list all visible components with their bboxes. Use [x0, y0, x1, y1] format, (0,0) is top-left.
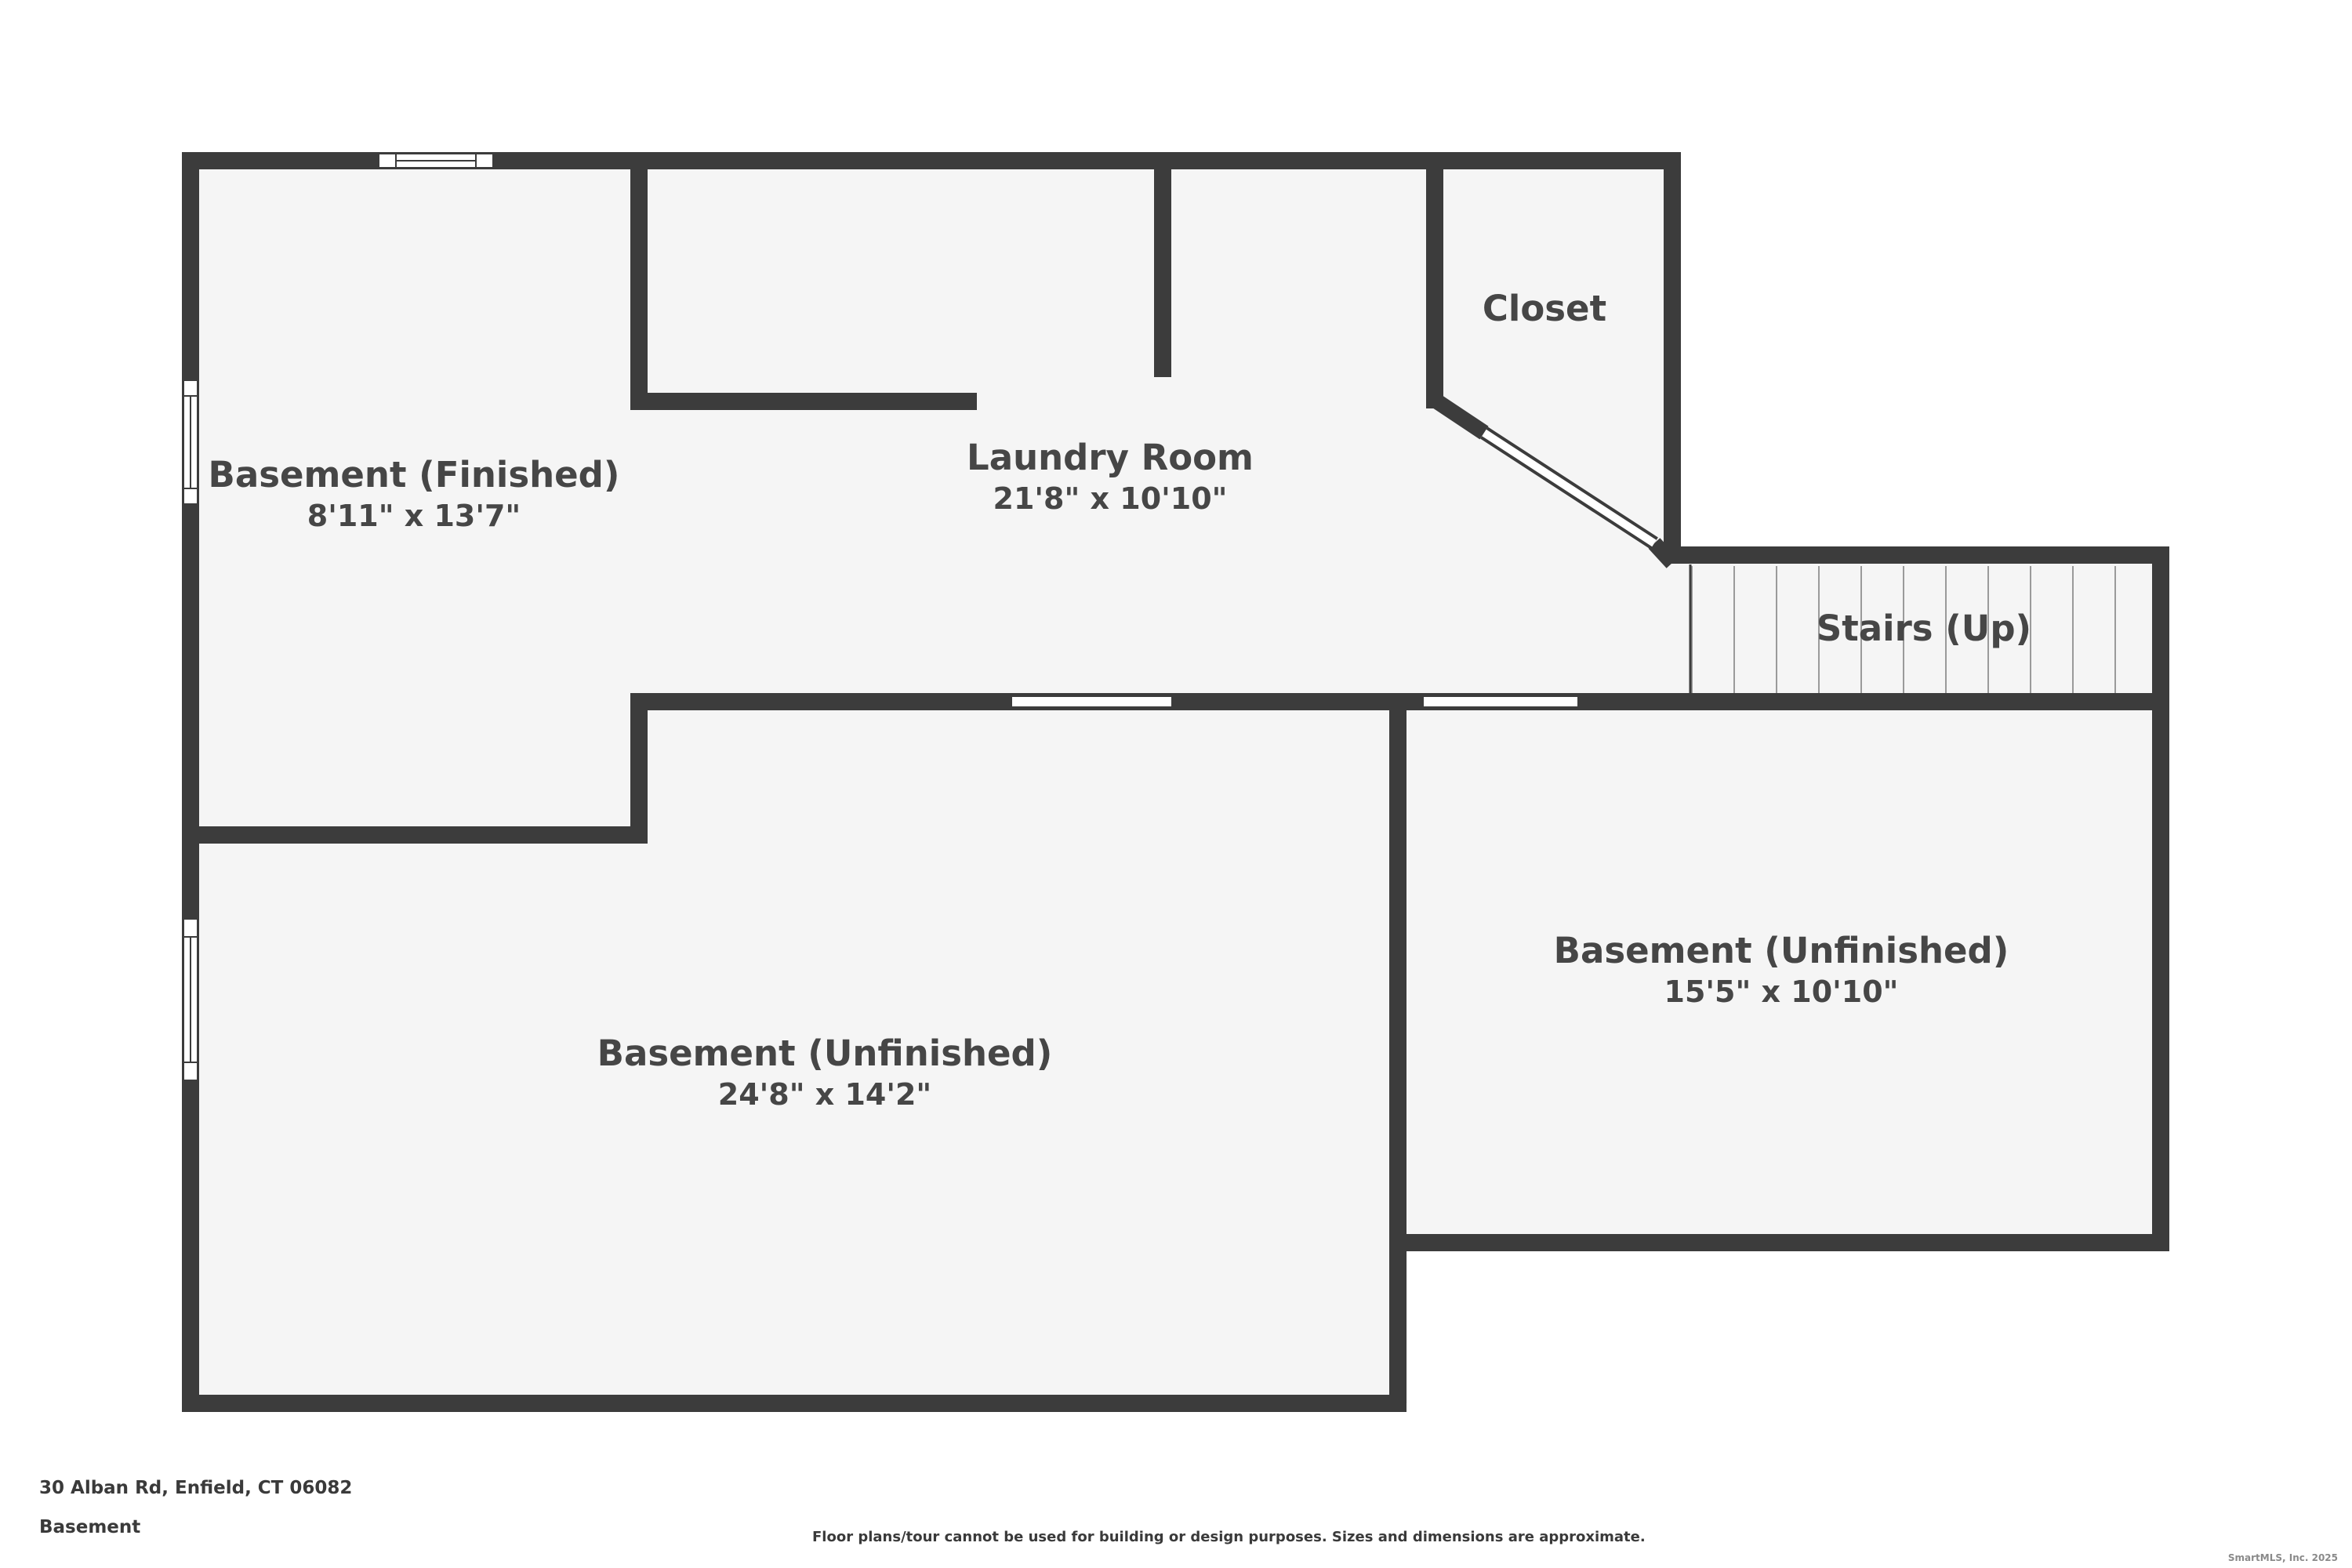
property-address: 30 Alban Rd, Enfield, CT 06082 [39, 1478, 353, 1498]
floor-lower-right [1403, 698, 2156, 1243]
copyright-text: SmartMLS, Inc. 2025 [2227, 1552, 2338, 1563]
floor-lower-left [188, 698, 1407, 1403]
room-name: Basement (Unfinished) [1553, 930, 2009, 971]
room-label-basement-unfinished-large: Basement (Unfinished) 24'8" x 14'2" [597, 1032, 1053, 1113]
room-dimensions: 21'8" x 10'10" [993, 481, 1228, 516]
doorway-stairs-unfinished [1422, 695, 1579, 708]
room-name: Basement (Finished) [208, 454, 620, 495]
closet-door [1480, 426, 1658, 550]
room-dimensions: 24'8" x 14'2" [717, 1077, 932, 1112]
room-dimensions: 15'5" x 10'10" [1664, 975, 1899, 1009]
room-name: Laundry Room [967, 437, 1254, 478]
room-label-stairs: Stairs (Up) [1817, 607, 2031, 651]
room-label-laundry: Laundry Room 21'8" x 10'10" [967, 436, 1254, 517]
floor-level-label: Basement [39, 1517, 141, 1537]
room-dimensions: 8'11" x 13'7" [307, 499, 521, 533]
room-name: Basement (Unfinished) [597, 1033, 1053, 1074]
disclaimer-text: Floor plans/tour cannot be used for buil… [812, 1529, 1646, 1545]
windows [183, 153, 494, 1081]
window-left-upper [183, 379, 198, 505]
room-name: Closet [1482, 288, 1607, 329]
doorway-laundry-unfinished [1011, 695, 1173, 708]
window-left-lower [183, 918, 198, 1081]
room-label-basement-unfinished-small: Basement (Unfinished) 15'5" x 10'10" [1554, 929, 2009, 1011]
room-label-basement-finished: Basement (Finished) 8'11" x 13'7" [209, 453, 620, 535]
stair-treads [1691, 566, 2116, 695]
floor-upper [188, 161, 1674, 702]
room-name: Stairs (Up) [1816, 608, 2032, 649]
floor-stairs [1670, 557, 2156, 702]
window-top [378, 153, 494, 169]
wall-joint [1392, 696, 1423, 707]
closet-diagonal [1430, 393, 1679, 568]
floor-area [188, 161, 2156, 1403]
room-label-closet: Closet [1483, 287, 1606, 331]
